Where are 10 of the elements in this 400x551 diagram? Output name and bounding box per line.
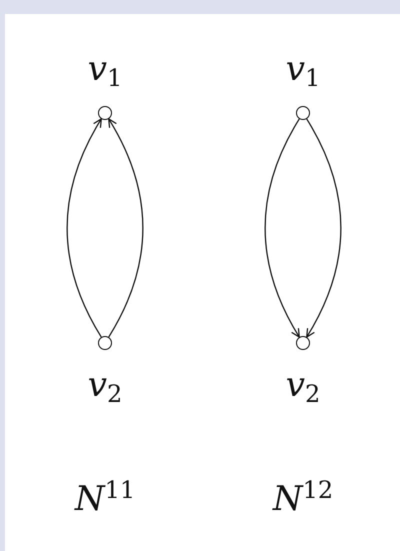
vertex-label: v$_{2}$	[286, 368, 320, 406]
vertex-label: v$_{1}$	[286, 52, 320, 90]
arrow	[264, 118, 300, 338]
arrow	[66, 118, 102, 338]
graph-name: N$^{12}$	[272, 478, 334, 516]
vertex-label: v$_{1}$	[88, 52, 122, 90]
graph-name: N$^{11}$	[74, 478, 136, 516]
arrow	[306, 118, 342, 338]
vertex-label: v$_{2}$	[88, 368, 122, 406]
arrow	[108, 118, 144, 338]
